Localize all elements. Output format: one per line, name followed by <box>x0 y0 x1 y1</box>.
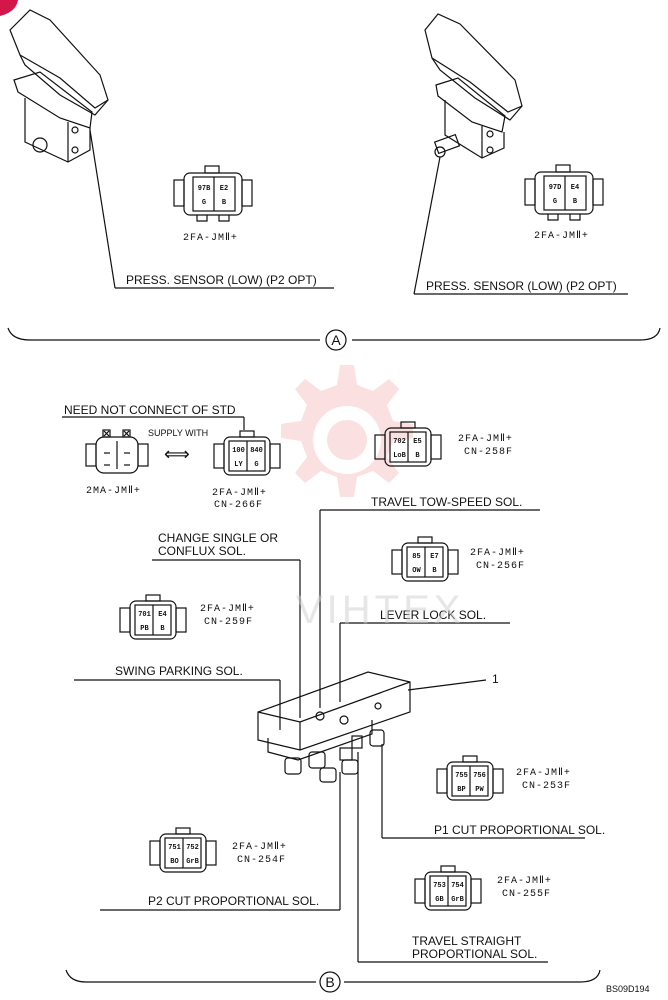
solenoid-valve-block <box>257 671 411 783</box>
travel-straight-label-2: PROPORTIONAL SOL. <box>412 947 538 961</box>
connector-cn256-id: CN-256F <box>476 561 526 572</box>
connector-cn254-outline <box>149 827 217 873</box>
connector-cn255-outline <box>414 865 482 911</box>
section-a-marker: A <box>331 332 341 348</box>
pin-cn258-2: E5 <box>413 438 422 446</box>
double-arrow: ⟺ <box>164 444 190 464</box>
watermark-gear <box>281 365 413 497</box>
connector-cn259-outline <box>119 594 187 640</box>
pin-cn255-3: GB <box>435 896 444 904</box>
connector-right-a <box>524 164 604 221</box>
connector-2ma <box>85 429 149 474</box>
pressure-sensor-right-drawing <box>413 13 628 295</box>
connector-cn259-id: CN-259F <box>204 617 254 628</box>
left-sensor-label: PRESS. SENSOR (LOW) (P2 OPT) <box>126 273 317 287</box>
pin-right-a-3: G <box>552 198 558 206</box>
connector-cn258-id: CN-258F <box>464 447 514 458</box>
pin-cn253-4: PW <box>475 786 484 794</box>
change-single-label-1: CHANGE SINGLE OR <box>158 531 279 545</box>
pin-cn266-4: G <box>254 461 259 469</box>
pin-cn255-1: 753 <box>433 882 446 890</box>
connector-cn256-type: 2FA-JMⅡ+ <box>470 548 525 559</box>
connector-cn266-outline <box>213 430 281 476</box>
connector-cn258-outline <box>374 421 442 467</box>
connector-cn266-type: 2FA-JMⅡ+ <box>212 488 267 499</box>
pin-cn254-3: BO <box>170 858 179 866</box>
connector-cn254-type: 2FA-JMⅡ+ <box>232 842 287 853</box>
need-not-connect-label: NEED NOT CONNECT OF STD <box>64 403 236 417</box>
pin-cn255-2: 754 <box>451 882 464 890</box>
drawing-code: BS09D194 <box>606 984 650 994</box>
pin-cn253-3: BP <box>457 786 466 794</box>
pin-cn259-1: 701 <box>138 611 151 619</box>
pin-cn255-4: GrB <box>451 896 464 904</box>
section-b-marker: B <box>325 974 335 990</box>
item-number-label: 1 <box>492 672 499 686</box>
lever-lock-label: LEVER LOCK SOL. <box>380 608 487 622</box>
travel-two-speed-label: TRAVEL TOW-SPEED SOL. <box>371 495 523 509</box>
pin-cn266-3: LY <box>234 461 243 469</box>
connector-cn253-type: 2FA-JMⅡ+ <box>516 768 571 779</box>
pin-cn253-2: 756 <box>473 772 486 780</box>
travel-straight-label-1: TRAVEL STRAIGHT <box>412 934 522 948</box>
corner-mark <box>0 0 18 16</box>
pin-cn254-2: 752 <box>186 844 199 852</box>
pin-right-a-1: 97D <box>548 184 562 192</box>
pin-cn254-4: GrB <box>186 858 199 866</box>
change-single-label-2: CONFLUX SOL. <box>158 544 247 558</box>
swing-parking-label: SWING PARKING SOL. <box>115 664 243 678</box>
connector-2ma-type: 2MA-JMⅡ+ <box>86 486 141 497</box>
pin-cn259-4: B <box>160 625 165 633</box>
brace-a <box>7 327 661 341</box>
connector-cn266-id: CN-266F <box>214 500 264 511</box>
pin-cn256-2: E7 <box>430 553 439 561</box>
supply-with-label: SUPPLY WITH <box>148 428 209 438</box>
p2-cut-label: P2 CUT PROPORTIONAL SOL. <box>148 894 320 908</box>
pin-cn256-4: B <box>432 567 437 575</box>
pin-left-a-2: E2 <box>219 185 229 193</box>
right-sensor-label: PRESS. SENSOR (LOW) (P2 OPT) <box>426 279 617 293</box>
connector-left-a-type: 2FA-JMⅡ+ <box>183 233 238 244</box>
pin-cn258-1: 702 <box>393 438 406 446</box>
brace-b <box>65 969 601 983</box>
pin-cn266-2: 840 <box>250 447 263 455</box>
pin-cn259-2: E4 <box>158 611 167 619</box>
connector-cn258-type: 2FA-JMⅡ+ <box>458 434 513 445</box>
pin-cn266-1: 100 <box>232 447 245 455</box>
connector-cn256-outline <box>391 536 459 582</box>
pin-cn258-4: B <box>415 452 420 460</box>
pin-left-a-4: B <box>221 199 227 207</box>
pin-cn256-1: 85 <box>412 553 421 561</box>
pin-cn259-3: PB <box>140 625 149 633</box>
pin-cn254-1: 751 <box>168 844 181 852</box>
pin-right-a-4: B <box>572 198 578 206</box>
connector-right-a-type: 2FA-JMⅡ+ <box>534 231 589 242</box>
pin-cn256-3: OW <box>412 567 421 575</box>
connector-cn253-id: CN-253F <box>522 781 572 792</box>
pin-cn258-3: LoB <box>393 452 406 460</box>
connector-cn254-id: CN-254F <box>237 855 287 866</box>
connector-cn255-id: CN-255F <box>502 889 552 900</box>
connector-cn259-type: 2FA-JMⅡ+ <box>200 604 255 615</box>
pin-left-a-1: 97B <box>197 185 211 193</box>
connector-left-a <box>173 165 253 222</box>
pressure-sensor-left-drawing <box>9 9 334 289</box>
pin-left-a-3: G <box>201 199 207 207</box>
pin-right-a-2: E4 <box>570 184 580 192</box>
watermark-text: VIHTEX <box>296 588 465 632</box>
connector-cn253-outline <box>436 755 504 801</box>
pin-cn253-1: 755 <box>455 772 468 780</box>
p1-cut-label: P1 CUT PROPORTIONAL SOL. <box>434 823 606 837</box>
connector-cn255-type: 2FA-JMⅡ+ <box>497 876 552 887</box>
